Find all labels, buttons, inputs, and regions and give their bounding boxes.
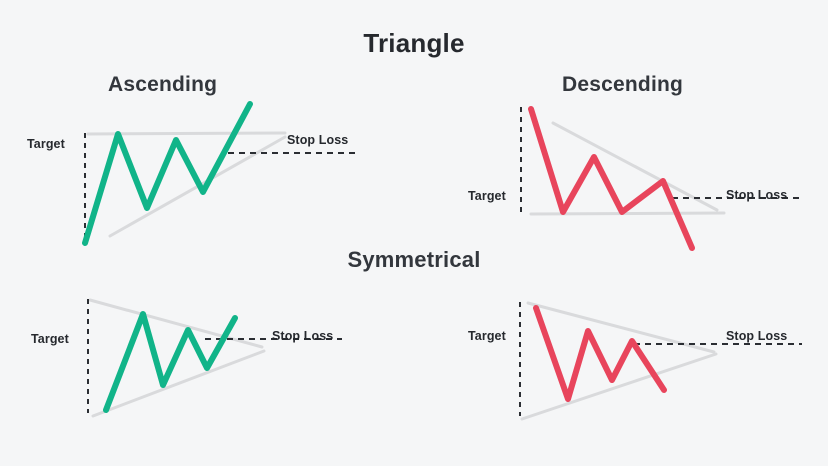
- target-label: Target: [31, 332, 69, 346]
- stop-loss-label: Stop Loss: [726, 188, 788, 202]
- stop-loss-label: Stop Loss: [272, 329, 334, 343]
- section-title-ascending: Ascending: [108, 73, 218, 96]
- page-title: Triangle: [363, 28, 465, 58]
- price-path-bearish: [533, 305, 667, 402]
- section-title-symmetrical: Symmetrical: [347, 247, 481, 272]
- price-path-bullish: [82, 101, 253, 246]
- target-label: Target: [468, 329, 506, 343]
- stop-loss-label: Stop Loss: [726, 329, 788, 343]
- resistance-trendline: [526, 301, 716, 354]
- target-label: Target: [27, 137, 65, 151]
- chart-ascending-triangle: Target Stop Loss: [0, 0, 420, 260]
- support-trendline: [520, 352, 718, 421]
- section-title-descending: Descending: [562, 73, 684, 96]
- ascending-triangle-svg: [82, 101, 358, 246]
- target-label: Target: [468, 189, 506, 203]
- stop-loss-label: Stop Loss: [287, 133, 349, 147]
